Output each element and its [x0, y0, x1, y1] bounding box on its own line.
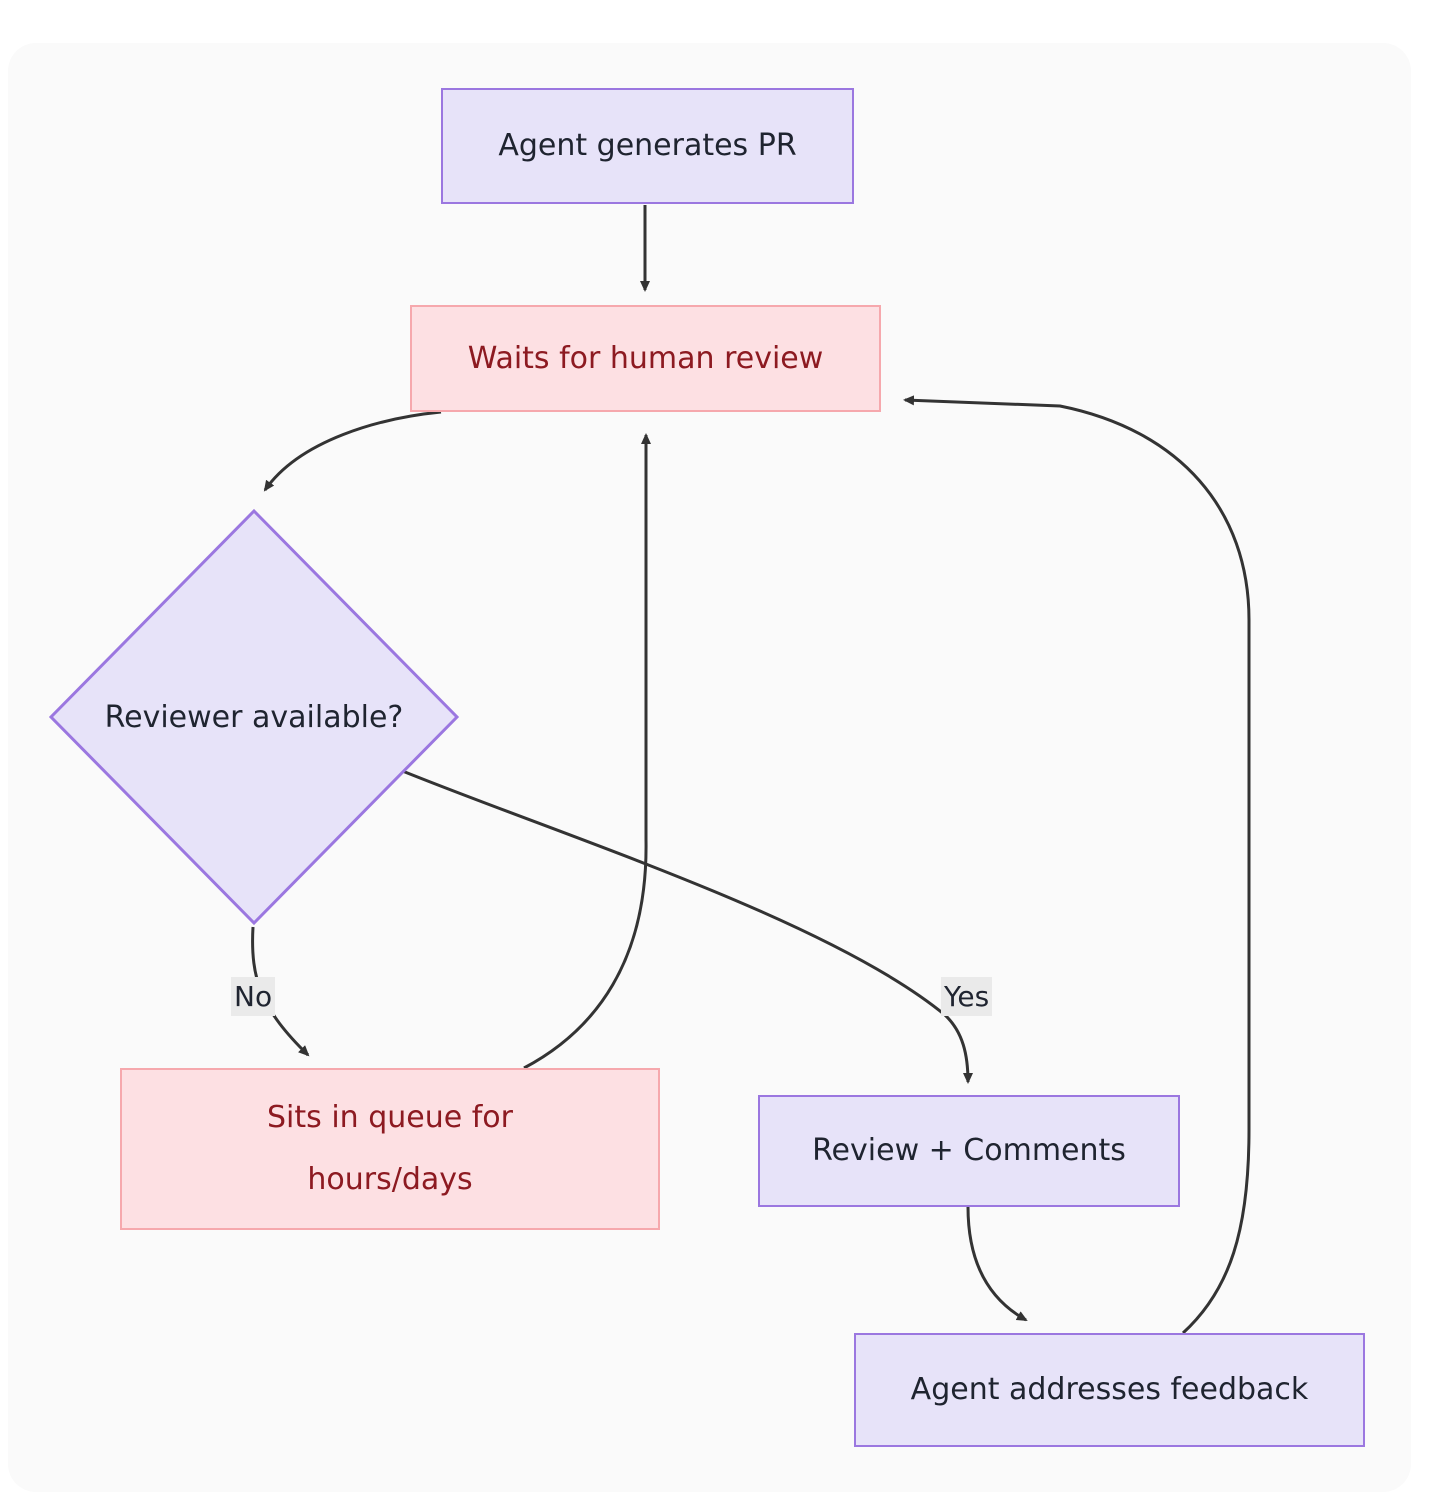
edge-queue-to-waits [523, 433, 651, 1070]
node-label: Agent addresses feedback [910, 1372, 1309, 1407]
node-label-line-2: hours/days [307, 1162, 473, 1197]
edge-label-yes: Yes [941, 977, 993, 1016]
edge-reviewer-to-review [399, 768, 973, 1084]
edge-label-no: No [231, 977, 276, 1016]
edge-feedback-to-waits [903, 395, 1251, 1335]
node-label: Review + Comments [812, 1133, 1126, 1168]
node-sits-in-queue[interactable]: Sits in queue for hours/days [120, 1068, 660, 1230]
node-reviewer-available[interactable]: Reviewer available? [48, 508, 460, 926]
node-agent-generates-pr[interactable]: Agent generates PR [441, 88, 854, 204]
node-label-line-1: Sits in queue for [267, 1100, 513, 1135]
edge-waits-to-reviewer [263, 410, 442, 492]
node-label: Waits for human review [467, 340, 824, 376]
node-review-comments[interactable]: Review + Comments [758, 1095, 1180, 1207]
node-agent-addresses-feedback[interactable]: Agent addresses feedback [854, 1333, 1365, 1447]
node-label: Agent generates PR [498, 128, 797, 163]
diamond-shape [48, 508, 460, 926]
edge-review-to-feedback [966, 1206, 1028, 1322]
node-label: Reviewer available? [104, 699, 404, 735]
node-waits-for-human-review[interactable]: Waits for human review [410, 305, 881, 412]
